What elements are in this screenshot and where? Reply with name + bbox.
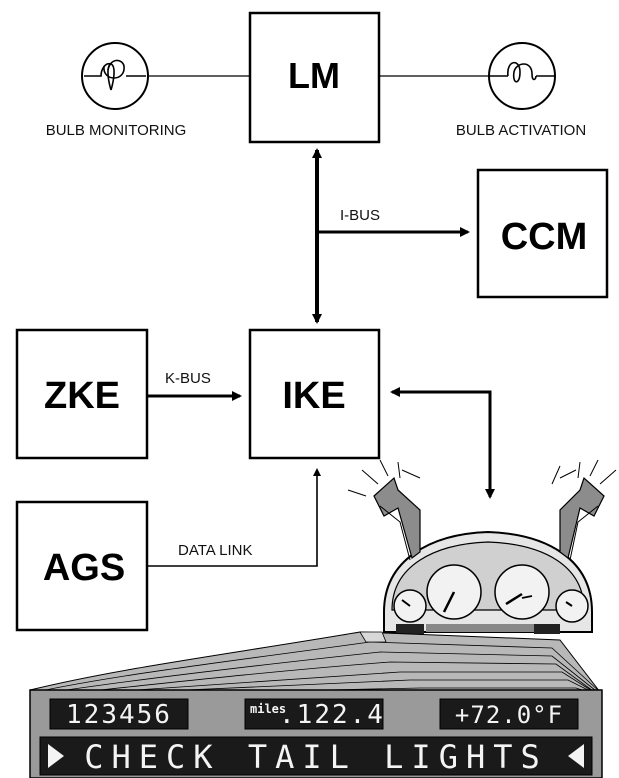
bulb-monitoring-icon (81, 42, 149, 110)
flash-arrow-left (347, 459, 421, 561)
flash-arrow-right (551, 459, 617, 561)
trip-value: .122.4 (279, 700, 385, 730)
ibus-label: I-BUS (340, 207, 380, 224)
odometer-display: 123456 (49, 698, 189, 730)
message-display: CHECK TAIL LIGHTS (39, 736, 593, 776)
bulb-activation-icon (488, 42, 556, 110)
gauge-speedometer (426, 564, 482, 620)
ccm-node: CCM (476, 168, 609, 299)
trip-display: miles .122.4 (244, 698, 385, 730)
ags-node: AGS (15, 500, 149, 632)
message-left-arrow-icon (48, 744, 64, 768)
gauge-left-small (393, 589, 427, 623)
odometer-value: 123456 (66, 700, 172, 730)
gauge-tachometer (494, 564, 550, 620)
lm-label: LM (288, 55, 340, 96)
instrument-cluster (383, 530, 593, 634)
zke-label: ZKE (44, 375, 120, 417)
bulb-activation-label: BULB ACTIVATION (456, 122, 586, 139)
ike-node: IKE (248, 328, 381, 460)
message-right-arrow-icon (568, 744, 584, 768)
ike-to-cluster-arrow (390, 387, 495, 499)
lm-node: LM (248, 11, 381, 144)
ccm-label: CCM (501, 216, 588, 258)
temperature-display: +72.0°F (439, 698, 579, 730)
message-text: CHECK TAIL LIGHTS (84, 738, 548, 776)
display-panel: 123456 miles .122.4 +72.0°F CHECK TAIL L… (29, 689, 603, 778)
gauge-right-small (555, 589, 589, 623)
bulb-monitoring-label: BULB MONITORING (46, 122, 187, 139)
data-link-label: DATA LINK (178, 542, 252, 559)
ags-label: AGS (43, 547, 125, 589)
trip-unit: miles (250, 702, 286, 716)
temperature-value: +72.0°F (455, 701, 563, 729)
zke-node: ZKE (15, 328, 149, 460)
kbus-label: K-BUS (165, 370, 211, 387)
data-link-line (147, 468, 321, 567)
ike-label: IKE (282, 375, 345, 417)
display-zoom-fan (29, 631, 602, 697)
